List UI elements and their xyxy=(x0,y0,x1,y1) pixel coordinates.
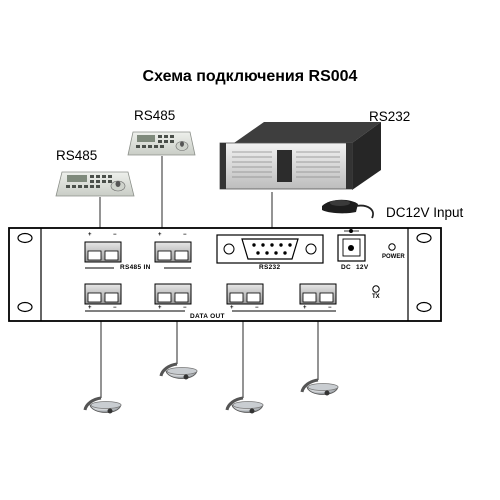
minus-sign: − xyxy=(183,305,187,311)
dome-camera-2 xyxy=(159,362,198,380)
rs485-label-top: RS485 xyxy=(134,108,176,123)
tx-led xyxy=(372,285,380,293)
rs232-server xyxy=(219,122,381,190)
rs485-in-label: RS485 IN xyxy=(120,264,151,271)
dc-label: DC xyxy=(341,264,351,271)
connection-wires xyxy=(99,156,319,398)
plus-sign: + xyxy=(158,305,162,311)
data-out-label: DATA OUT xyxy=(190,313,225,320)
minus-sign: − xyxy=(183,232,187,238)
dome-camera-3 xyxy=(225,396,264,414)
power-label: POWER xyxy=(382,254,405,260)
rs485-label-left: RS485 xyxy=(56,148,98,163)
dome-camera-1 xyxy=(83,396,122,414)
db9-connector xyxy=(216,234,324,264)
power-led xyxy=(388,243,396,251)
minus-sign: − xyxy=(113,305,117,311)
dc-12v-label: 12V xyxy=(356,264,369,271)
terminal-data-out-2 xyxy=(154,283,192,305)
polarity-symbol xyxy=(344,228,359,233)
minus-sign: − xyxy=(255,305,259,311)
dome-camera-4 xyxy=(300,378,339,396)
plus-sign: + xyxy=(88,305,92,311)
rs485-keyboard-top xyxy=(127,131,196,156)
minus-sign: − xyxy=(328,305,332,311)
plus-sign: + xyxy=(230,305,234,311)
rs232-label: RS232 xyxy=(369,109,411,124)
terminal-blocks xyxy=(84,241,337,305)
plus-sign: + xyxy=(303,305,307,311)
terminal-data-out-4 xyxy=(299,283,337,305)
terminal-data-out-1 xyxy=(84,283,122,305)
dc-power-adapter xyxy=(322,199,374,219)
plus-sign: + xyxy=(88,232,92,238)
dc-jack xyxy=(337,234,366,262)
plus-sign: + xyxy=(158,232,162,238)
tx-label: TX xyxy=(372,294,380,300)
rs485-keyboard-left xyxy=(55,171,135,197)
terminal-data-out-3 xyxy=(226,283,264,305)
terminal-rs485-1 xyxy=(84,241,122,263)
dc-input-label: DC12V Input xyxy=(386,205,464,220)
diagram-title: Схема подключения RS004 xyxy=(142,68,358,85)
rs232-port-label: RS232 xyxy=(259,264,281,271)
terminal-rs485-2 xyxy=(154,241,192,263)
minus-sign: − xyxy=(113,232,117,238)
